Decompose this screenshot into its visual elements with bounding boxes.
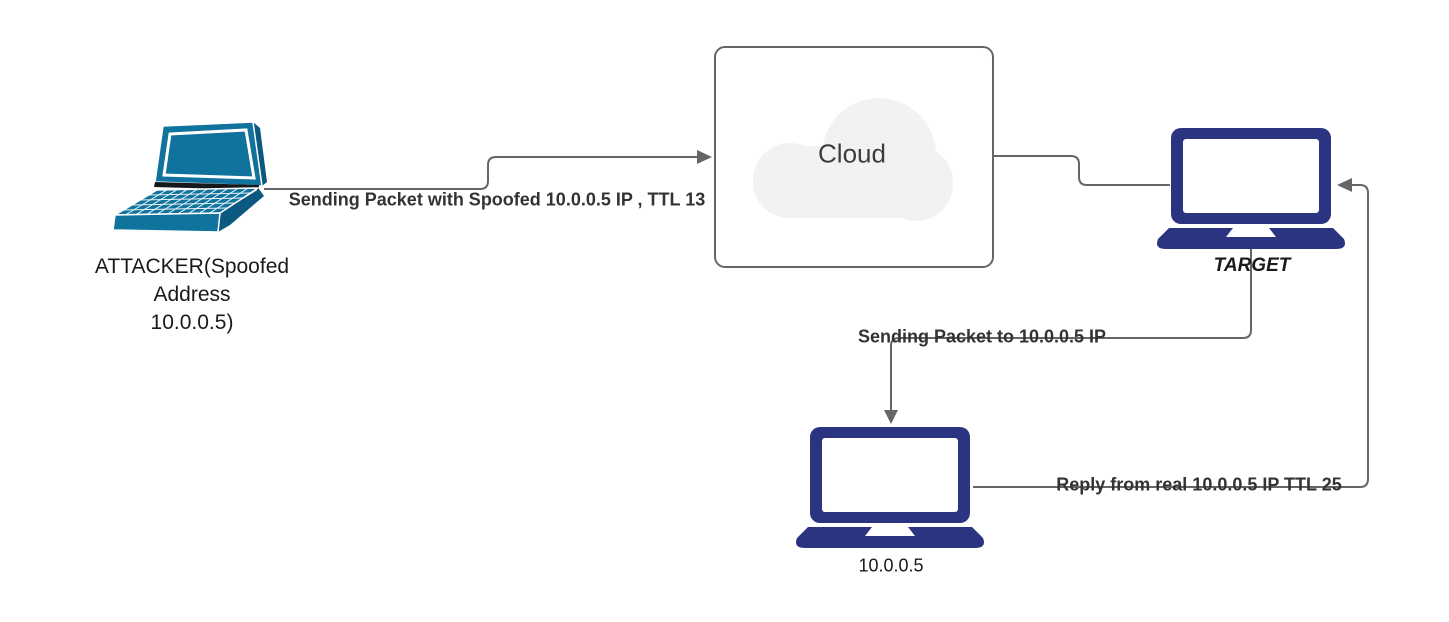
attacker-lid	[154, 121, 263, 187]
edges-layer	[264, 150, 1369, 488]
target-base	[1157, 228, 1345, 249]
cloud-label: Cloud	[818, 138, 886, 169]
attacker-keyboard-grid	[123, 187, 251, 216]
real-host-base-notch	[865, 527, 915, 536]
real-host-laptop-icon	[796, 427, 984, 548]
attacker-base-front	[112, 212, 221, 233]
real-host-base	[796, 527, 984, 548]
cloud-icon	[753, 98, 953, 221]
attacker-base-side	[218, 189, 264, 232]
edge-label-reply: Reply from real 10.0.0.5 IP TTL 25	[1056, 474, 1342, 495]
cloud-base	[753, 146, 953, 218]
edge-label-spoofed-packet: Sending Packet with Spoofed 10.0.0.5 IP …	[288, 189, 706, 210]
arrowhead-into-host-icon	[884, 410, 898, 424]
target-laptop-icon	[1157, 128, 1345, 249]
edge-attacker-to-cloud	[264, 156, 698, 190]
edge-cloud-to-target	[993, 155, 1170, 186]
attacker-lid-edge	[253, 122, 267, 186]
arrowhead-into-cloud-icon	[697, 150, 712, 164]
edge-host-to-target	[973, 184, 1369, 488]
attacker-label: ATTACKER(Spoofed Address 10.0.0.5)	[94, 255, 290, 334]
arrowhead-into-target-icon	[1337, 178, 1352, 192]
real-host-screen-display	[822, 438, 958, 512]
target-label: TARGET	[1213, 255, 1291, 276]
cloud-node	[714, 46, 994, 268]
edge-label-forward-packet: Sending Packet to 10.0.0.5 IP	[857, 326, 1107, 347]
target-screen-display	[1183, 139, 1319, 213]
real-host-label: 10.0.0.5	[858, 555, 924, 576]
attacker-laptop-icon	[112, 121, 267, 233]
target-base-notch	[1226, 228, 1276, 237]
edge-target-to-host	[890, 249, 1252, 410]
attacker-screen-frame	[162, 128, 256, 180]
